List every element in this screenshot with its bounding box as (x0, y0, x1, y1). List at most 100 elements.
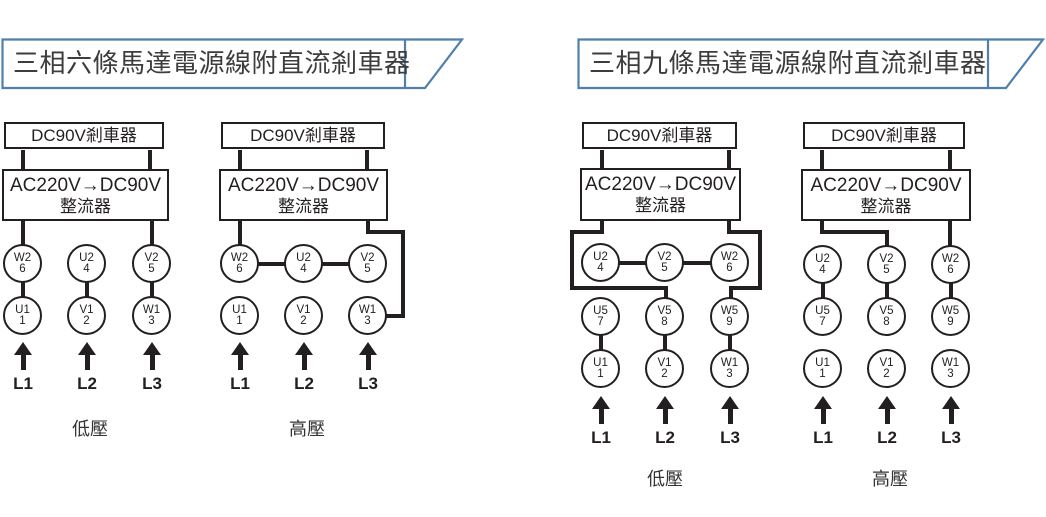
voltage-label-high: 高壓 (289, 419, 325, 439)
arrow-head (656, 396, 674, 409)
wire-segment (949, 283, 953, 299)
terminal-pin: 9 (726, 315, 733, 328)
terminal-pin: 9 (947, 315, 954, 328)
terminal-code: W1 (142, 303, 161, 316)
line-input-label-l3: L3 (941, 428, 961, 447)
panel-title-nine-wire: 三相九條馬達電源線附直流剎車器 (589, 48, 987, 78)
terminal-w1-3: W1 3 (710, 349, 749, 388)
arrow-shaft (948, 409, 954, 424)
terminal-code: W5 (720, 304, 739, 317)
terminal-code: V2 (657, 250, 672, 263)
terminal-pin: 5 (883, 263, 890, 276)
arrow-shaft (365, 355, 371, 370)
terminal-code: V2 (879, 252, 894, 265)
wire-segment (948, 221, 952, 247)
wire-segment (401, 230, 405, 318)
wire-segment (21, 282, 25, 298)
arrow-shaft (662, 409, 668, 424)
wire-segment (727, 150, 731, 169)
arrow-shaft (820, 409, 826, 424)
wire-segment (21, 221, 25, 247)
terminal-code: U1 (815, 356, 830, 369)
terminal-u1-1: U1 1 (3, 296, 42, 335)
up-arrow-icon (231, 342, 249, 370)
terminal-pin: 3 (947, 367, 954, 380)
rectifier-box: AC220V→DC90V 整流器 (580, 168, 741, 221)
wire-segment (258, 262, 286, 266)
terminal-pin: 1 (597, 367, 604, 380)
arrow-shaft (598, 409, 604, 424)
wire-segment (366, 230, 405, 234)
up-arrow-icon (14, 342, 32, 370)
arrow-shaft (727, 409, 733, 424)
terminal-v2-5: V2 5 (132, 244, 171, 283)
line-input-label-l2: L2 (655, 428, 675, 447)
rectifier-box: AC220V→DC90V 整流器 (801, 169, 971, 221)
terminal-v5-8: V5 8 (867, 297, 906, 336)
terminal-code: V1 (657, 356, 672, 369)
terminal-u1-1: U1 1 (220, 296, 259, 335)
wire-segment (600, 221, 604, 234)
terminal-u2-4: U2 4 (581, 243, 620, 282)
brake-label: DC90V剎車器 (31, 125, 137, 145)
line-input-label-l2: L2 (877, 428, 897, 447)
terminal-code: U2 (296, 251, 311, 264)
terminal-code: V1 (296, 303, 311, 316)
terminal-pin: 7 (597, 315, 604, 328)
wire-segment (365, 150, 369, 170)
terminal-w1-3: W1 3 (931, 349, 970, 388)
arrow-head (721, 396, 739, 409)
up-arrow-icon (359, 342, 377, 370)
title-banner-left (1, 38, 465, 90)
terminal-pin: 5 (364, 262, 371, 275)
terminal-u1-1: U1 1 (581, 349, 620, 388)
voltage-label-low: 低壓 (647, 469, 683, 489)
terminal-pin: 5 (148, 262, 155, 275)
rectifier-box: AC220V→DC90V 整流器 (2, 169, 169, 221)
terminal-v2-5: V2 5 (645, 243, 684, 282)
terminal-pin: 1 (819, 367, 826, 380)
terminal-w2-6: W2 6 (220, 244, 259, 283)
terminal-v2-5: V2 5 (867, 245, 906, 284)
terminal-pin: 4 (83, 262, 90, 275)
wire-segment (820, 150, 824, 170)
terminal-code: V5 (657, 304, 672, 317)
terminal-pin: 8 (661, 315, 668, 328)
brake-box: DC90V剎車器 (582, 122, 737, 149)
terminal-code: U1 (593, 356, 608, 369)
arrow-shaft (237, 355, 243, 370)
wire-segment (600, 150, 604, 169)
brake-box: DC90V剎車器 (221, 122, 385, 149)
terminal-w2-6: W2 6 (3, 244, 42, 283)
terminal-code: V1 (879, 356, 894, 369)
terminal-code: U1 (15, 303, 30, 316)
wire-segment (570, 286, 668, 290)
brake-label: DC90V剎車器 (831, 125, 937, 145)
terminal-code: U5 (815, 304, 830, 317)
wire-segment (322, 262, 350, 266)
rectifier-label-line1: AC220V→DC90V (9, 174, 162, 196)
terminal-pin: 6 (726, 261, 733, 274)
line-input-label-l3: L3 (142, 374, 162, 393)
brake-label: DC90V剎車器 (606, 125, 713, 145)
wire-segment (683, 261, 711, 265)
terminal-code: W1 (941, 356, 960, 369)
rectifier-label-line2: 整流器 (60, 196, 111, 216)
terminal-pin: 2 (300, 314, 307, 327)
terminal-pin: 2 (883, 367, 890, 380)
wire-segment (885, 230, 889, 247)
arrow-head (814, 396, 832, 409)
arrow-head (878, 396, 896, 409)
terminal-u5-7: U5 7 (581, 297, 620, 336)
rectifier-box: AC220V→DC90V 整流器 (219, 169, 388, 221)
arrow-shaft (20, 355, 26, 370)
terminal-code: W2 (720, 250, 739, 263)
brake-box: DC90V剎車器 (4, 122, 164, 149)
wire-segment (664, 286, 668, 299)
terminal-pin: 2 (83, 314, 90, 327)
terminal-code: W2 (230, 251, 249, 264)
terminal-w5-9: W5 9 (710, 297, 749, 336)
rectifier-label-line2: 整流器 (635, 196, 686, 215)
terminal-pin: 6 (947, 263, 954, 276)
